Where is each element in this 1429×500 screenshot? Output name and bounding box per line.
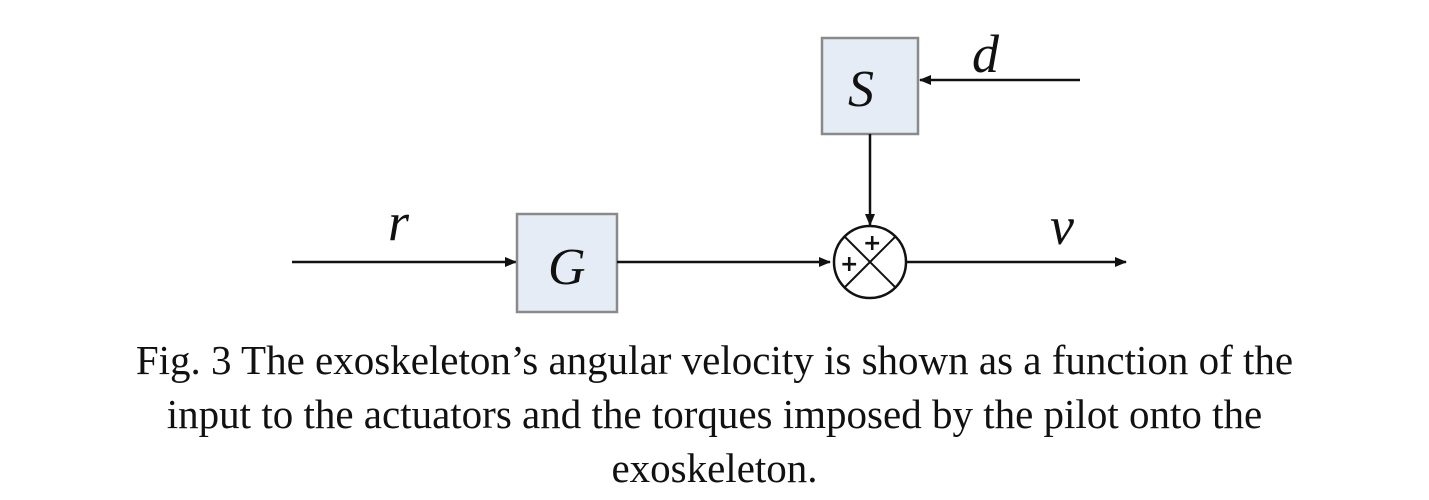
block-diagram: r G S d + + v <box>292 24 1127 314</box>
block-g-label: G <box>548 239 586 296</box>
caption-line-2: input to the actuators and the torques i… <box>166 391 1263 437</box>
figure-caption: Fig. 3 The exoskeleton’s angular velocit… <box>20 333 1409 495</box>
sum-sign-top: + <box>863 231 881 256</box>
caption-line-3: exoskeleton. <box>611 445 818 491</box>
block-s-label: S <box>848 61 874 118</box>
signal-label-v: v <box>1050 196 1074 256</box>
signal-label-d: d <box>972 24 1000 84</box>
caption-line-1: Fig. 3 The exoskeleton’s angular velocit… <box>135 337 1294 383</box>
sum-sign-left: + <box>840 252 858 277</box>
signal-label-r: r <box>388 192 410 252</box>
block-s <box>820 36 920 136</box>
